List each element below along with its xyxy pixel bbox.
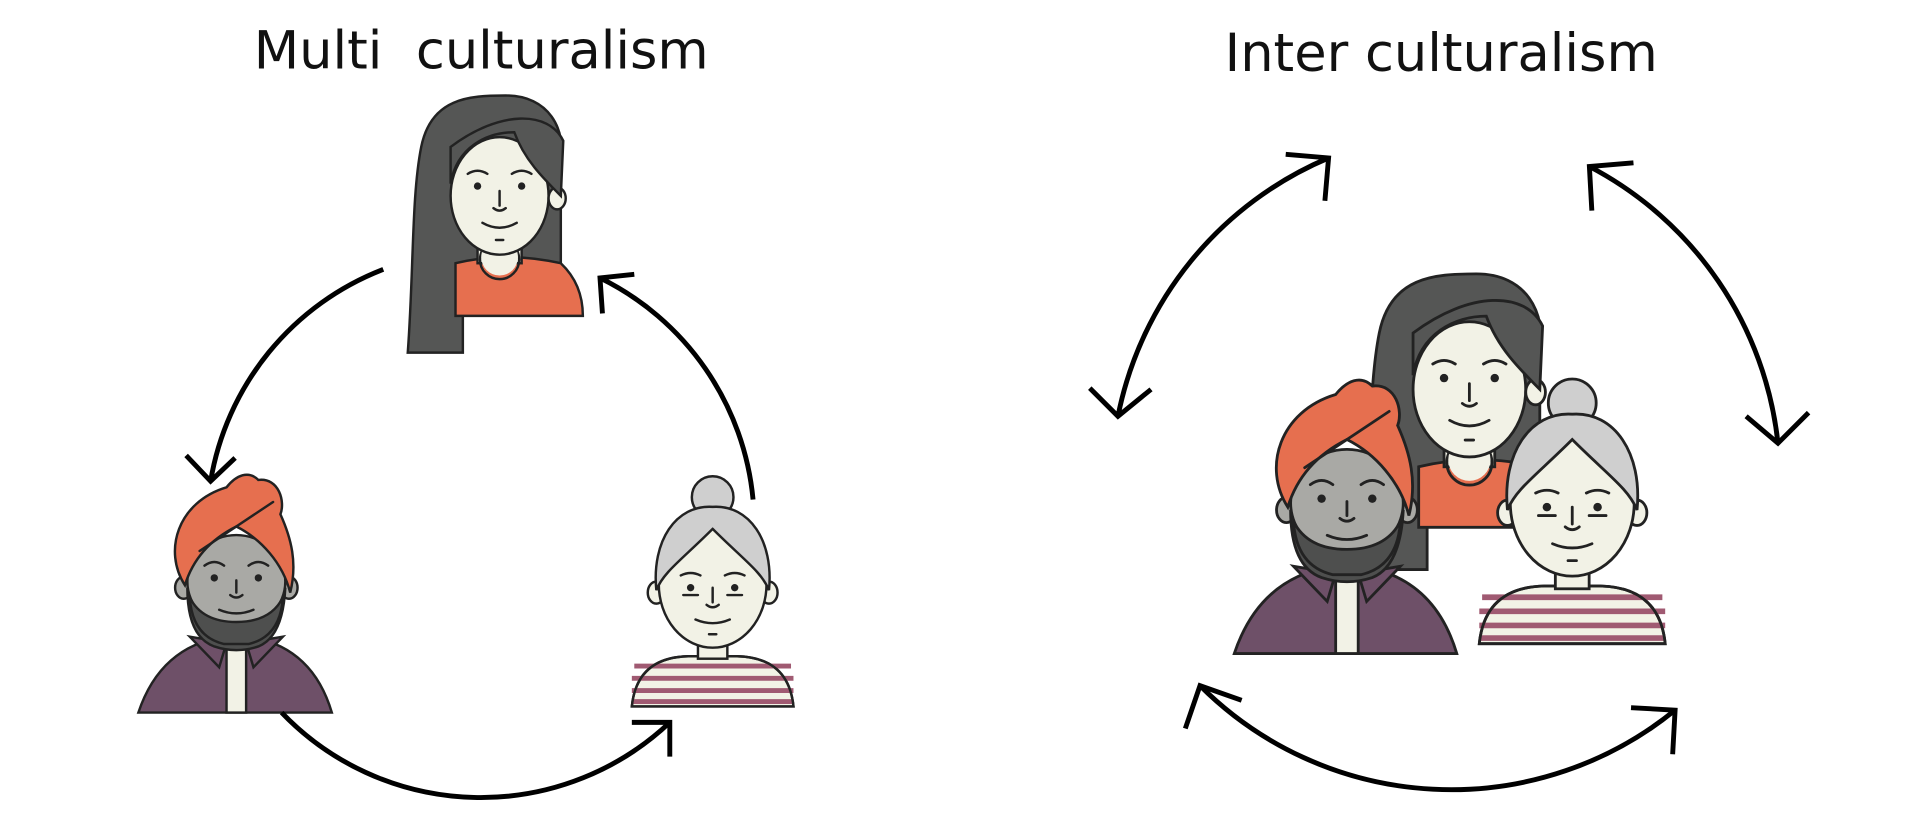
- cycle-arrow-right: [597, 271, 756, 500]
- cycle-arrow-top-left: [184, 267, 385, 485]
- interculturalism-title: Inter culturalism: [1225, 23, 1658, 84]
- double-arrow-bottom: [1182, 682, 1678, 793]
- old-woman-figure: [632, 476, 794, 706]
- multiculturalism-title: Multi culturalism: [254, 21, 709, 82]
- double-arrow-top-right: [1586, 160, 1811, 447]
- double-arrow-top-left: [1088, 151, 1332, 420]
- turban-man-figure: [137, 473, 334, 714]
- multiculturalism-diagram: [137, 94, 794, 800]
- woman-long-hair-figure: [406, 94, 585, 354]
- interculturalism-diagram: [1088, 151, 1811, 793]
- cycle-arrow-bottom: [279, 710, 673, 800]
